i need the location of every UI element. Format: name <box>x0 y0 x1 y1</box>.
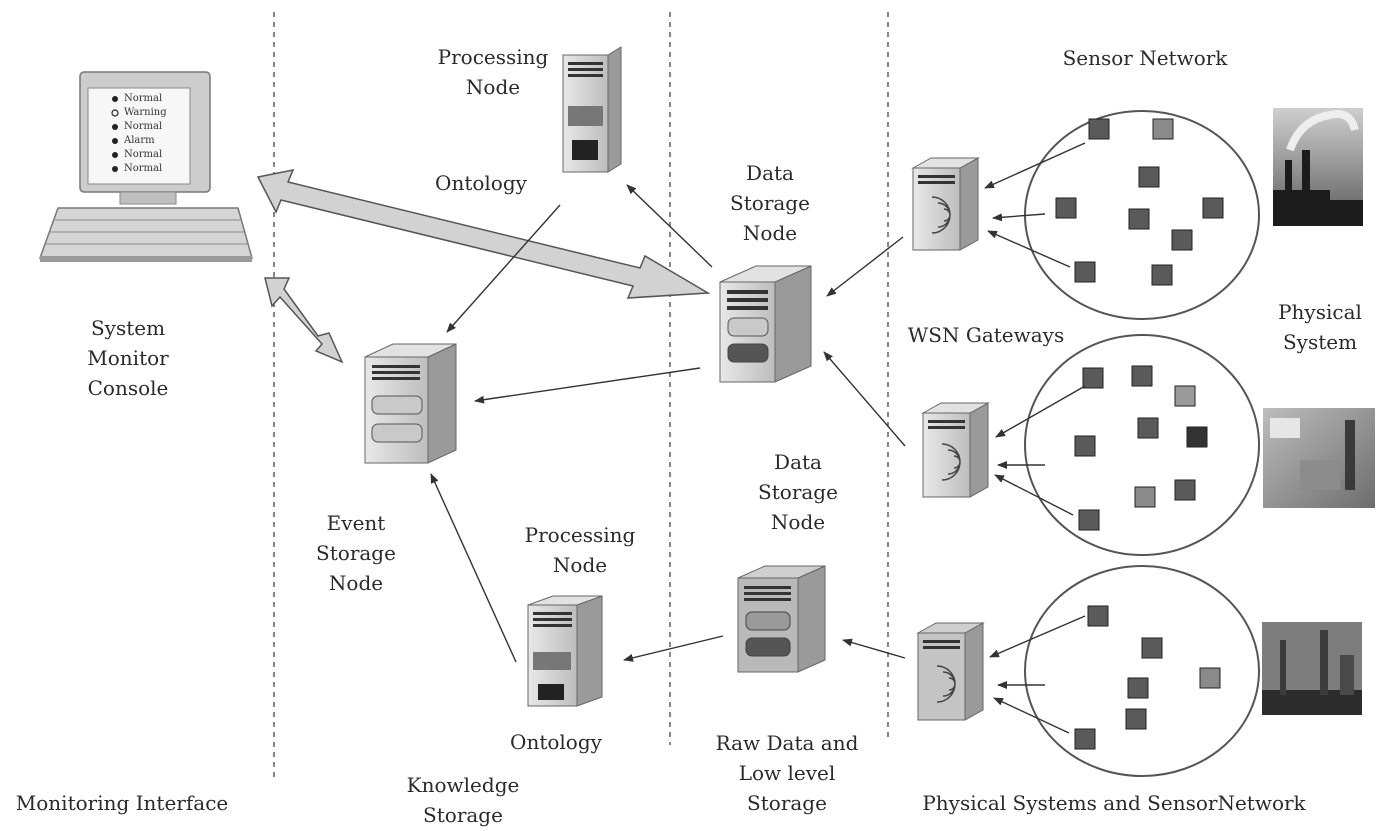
screen-status-5: Normal <box>124 149 163 160</box>
processing-node-top-label: Processing Node <box>437 45 549 99</box>
sensor-node <box>1174 479 1196 501</box>
arrow-processing-bottom-to-event-storage <box>430 473 517 663</box>
screen-status-2: Warning <box>124 107 167 118</box>
sensor-node <box>1074 261 1096 283</box>
sensor-node <box>1152 118 1174 140</box>
sensor-node <box>1127 677 1149 699</box>
arrow-sensor-to-gateway <box>987 230 1071 268</box>
sensor-node <box>1074 728 1096 750</box>
screen-status-6: Normal <box>124 163 163 174</box>
event-storage-node-server <box>364 343 457 464</box>
arrow-gateway-middle-to-datastorage <box>823 351 906 447</box>
physical-system-label: Physical System <box>1278 300 1362 354</box>
arrow-datastorage-bottom-to-processing-bottom <box>623 635 724 662</box>
ontology-top-label: Ontology <box>435 171 527 195</box>
sensor-node <box>1131 365 1153 387</box>
double-arrows <box>256 168 711 364</box>
factory-photo-middle <box>1263 408 1375 508</box>
wsn-gateway-middle-server <box>921 402 990 498</box>
arrow-sensor-to-gateway <box>984 142 1086 189</box>
arrow-ontology-to-event-storage <box>446 204 561 333</box>
wsn-gateway-top-server <box>911 157 980 251</box>
factory-photo-bottom <box>1262 622 1362 715</box>
arrow-sensor-to-gateway <box>994 474 1074 516</box>
sensor-network-circle-bottom <box>1024 565 1260 777</box>
data-storage-node-bottom-label: Data Storage Node <box>758 450 838 534</box>
factory-photo-top <box>1273 108 1363 226</box>
processing-node-bottom-label: Processing Node <box>524 523 636 577</box>
sensor-node <box>1138 166 1160 188</box>
arrow-gateway-bottom-to-datastorage-bottom <box>842 638 906 659</box>
screen-status-3: Normal <box>124 121 163 132</box>
servers <box>364 46 990 721</box>
double-arrow-console-datastorage <box>256 168 711 299</box>
sensor-node <box>1128 208 1150 230</box>
sensor-node <box>1134 486 1156 508</box>
sensor-node <box>1174 385 1196 407</box>
raw-data-storage-label: Raw Data and Low level Storage <box>715 731 859 815</box>
wsn-gateways-label: WSN Gateways <box>907 323 1065 347</box>
arrow-gateway-top-to-datastorage <box>826 236 904 297</box>
data-storage-node-bottom-server <box>737 565 826 673</box>
sensor-node <box>1088 118 1110 140</box>
arrow-datastorage-to-processing-top <box>626 184 713 268</box>
arrow-sensor-to-gateway <box>989 615 1086 658</box>
screen-status-1: Normal <box>124 93 163 104</box>
arrow-sensor-to-gateway <box>993 697 1070 734</box>
screen-status-4: Alarm <box>124 135 155 146</box>
sensor-node <box>1074 435 1096 457</box>
arrow-sensor-to-gateway <box>992 213 1046 222</box>
physical-systems-sensor-network-label: Physical Systems and SensorNetwork <box>922 791 1306 815</box>
arrow-datastorage-to-event-storage <box>474 367 701 404</box>
sensor-nodes <box>1055 118 1224 750</box>
sensor-node <box>1137 417 1159 439</box>
sensor-network-label: Sensor Network <box>1062 46 1228 70</box>
sensor-node <box>1055 197 1077 219</box>
sensor-node <box>1082 367 1104 389</box>
sensor-network-circle-middle <box>1024 334 1260 556</box>
double-arrow-console-eventstorage <box>264 277 344 364</box>
monitor-base <box>119 191 177 205</box>
sensor-node <box>1151 264 1173 286</box>
ontology-bottom-label: Ontology <box>510 730 602 754</box>
physical-system-photos <box>1262 108 1375 715</box>
divider-lines <box>273 12 889 780</box>
arrow-sensor-to-gateway <box>995 385 1086 438</box>
connector-arrows <box>430 142 1086 734</box>
monitoring-interface-label: Monitoring Interface <box>15 791 229 815</box>
sensor-node <box>1141 637 1163 659</box>
processing-node-top-server <box>562 46 622 173</box>
system-monitor-console-label: System Monitor Console <box>87 316 169 400</box>
data-storage-node-top-server <box>719 265 812 383</box>
screen-bullets <box>111 96 119 172</box>
event-storage-node-label: Event Storage Node <box>316 511 396 595</box>
data-storage-node-top-label: Data Storage Node <box>730 161 810 245</box>
monitor-console-computer <box>38 71 253 262</box>
sensor-node <box>1199 667 1221 689</box>
processing-node-bottom-server <box>527 595 603 707</box>
sensor-node <box>1125 708 1147 730</box>
monitor-screen <box>87 87 191 185</box>
wsn-gateway-bottom-server <box>916 622 985 721</box>
sensor-node <box>1202 197 1224 219</box>
sensor-node <box>1087 605 1109 627</box>
knowledge-storage-label: Knowledge Storage <box>406 773 520 827</box>
sensor-node <box>1078 509 1100 531</box>
sensor-node <box>1171 229 1193 251</box>
sensor-node <box>1186 426 1208 448</box>
